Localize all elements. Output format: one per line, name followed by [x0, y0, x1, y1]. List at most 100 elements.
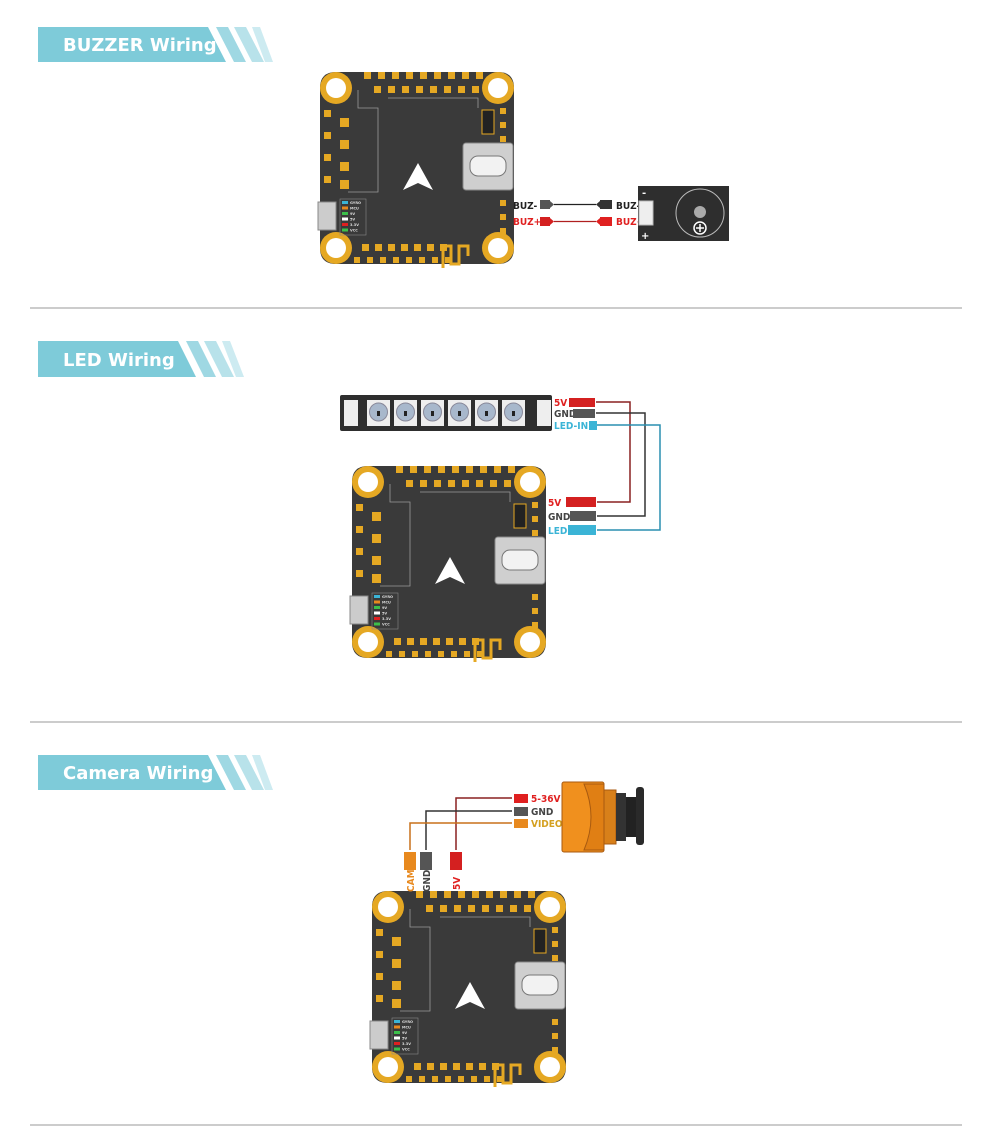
solder-pad — [420, 638, 427, 645]
solder-pad — [401, 244, 408, 251]
solder-pad — [552, 1019, 558, 1025]
solder-pad — [356, 548, 363, 555]
plug-fc-gnd — [570, 511, 596, 521]
mounting-hole-center — [520, 472, 540, 492]
solder-pad — [392, 999, 401, 1008]
status-led-label: 3.3V — [402, 1042, 411, 1046]
solder-pad — [433, 638, 440, 645]
status-led — [374, 606, 380, 609]
solder-pad — [426, 905, 433, 912]
wire-led — [597, 424, 661, 531]
solder-pad — [425, 651, 431, 657]
solder-pad — [552, 927, 558, 933]
solder-pad — [484, 1076, 490, 1082]
solder-pad — [393, 257, 399, 263]
solder-pad — [438, 651, 444, 657]
solder-pad — [480, 466, 487, 473]
trace — [348, 90, 379, 193]
status-led — [394, 1025, 400, 1029]
status-led-label: 5V — [382, 612, 387, 616]
solder-pad — [508, 466, 515, 473]
mounting-hole-center — [358, 472, 378, 492]
mounting-hole-center — [540, 1057, 560, 1077]
solder-pad — [462, 480, 469, 487]
solder-pad — [372, 534, 381, 543]
solder-pad — [372, 556, 381, 565]
arrow-logo-icon — [403, 163, 433, 190]
solder-pad — [416, 86, 423, 93]
status-led-label: VCC — [382, 623, 390, 627]
arrow-logo-icon — [455, 982, 485, 1009]
solder-pad — [392, 981, 401, 990]
mounting-hole-center — [326, 238, 346, 258]
mounting-hole-center — [488, 78, 508, 98]
status-led — [342, 217, 348, 221]
mounting-hole-center — [378, 1057, 398, 1077]
solder-pad — [354, 257, 360, 263]
fc-label-buz-minus: BUZ- — [513, 201, 538, 212]
trace — [388, 97, 479, 108]
solder-pad — [374, 86, 381, 93]
antenna — [493, 1063, 522, 1087]
side-connector — [369, 1020, 389, 1050]
wire-gnd — [425, 810, 512, 850]
solder-pad — [448, 72, 455, 79]
solder-pad — [419, 257, 425, 263]
status-led-label: VCC — [350, 229, 358, 233]
module-label-buz-minus: BUZ- — [616, 201, 641, 212]
trace — [420, 491, 511, 502]
status-led — [342, 212, 348, 215]
plug-gnd — [514, 807, 528, 816]
solder-pad — [340, 140, 349, 149]
status-led — [342, 201, 348, 204]
status-led — [394, 1036, 400, 1040]
solder-pad — [388, 86, 395, 93]
solder-pad — [500, 214, 506, 220]
mounting-hole-center — [358, 632, 378, 652]
solder-pad — [388, 244, 395, 251]
status-led-label: 9V — [402, 1031, 407, 1035]
rgb-led-die — [431, 411, 434, 416]
solder-pad — [406, 72, 413, 79]
solder-pad — [466, 466, 473, 473]
status-led-panel — [339, 198, 367, 236]
solder-pad — [532, 530, 538, 536]
solder-pad — [440, 905, 447, 912]
solder-pad — [453, 1063, 460, 1070]
solder-pad — [477, 651, 483, 657]
led-wiring: 5V GND LED-IN 5V GND LED — [340, 395, 661, 537]
status-led-label: 3.3V — [382, 617, 391, 621]
antenna — [441, 244, 470, 268]
solder-pad — [324, 132, 331, 139]
solder-pad — [392, 937, 401, 946]
solder-pad — [500, 136, 506, 142]
fc-label-buz-plus: BUZ+ — [513, 217, 541, 228]
solder-pad — [482, 905, 489, 912]
solder-pad — [324, 110, 331, 117]
trace — [400, 909, 431, 1012]
solder-pad — [432, 1076, 438, 1082]
status-led — [374, 622, 380, 626]
solder-pad — [356, 570, 363, 577]
solder-pad — [362, 244, 369, 251]
solder-pad — [552, 1033, 558, 1039]
status-led — [342, 228, 348, 232]
side-connector — [349, 595, 369, 625]
plug-fc-5v — [566, 497, 596, 507]
solder-pad — [432, 257, 438, 263]
rgb-led-die — [404, 411, 407, 416]
status-led — [394, 1047, 400, 1051]
solder-pad — [464, 651, 470, 657]
solder-pad — [532, 502, 538, 508]
solder-pad — [375, 244, 382, 251]
solder-pad — [410, 466, 417, 473]
solder-pad — [466, 1063, 473, 1070]
status-led — [374, 600, 380, 604]
solder-pad — [472, 891, 479, 898]
solder-pad — [399, 651, 405, 657]
component — [533, 928, 547, 954]
camera-label-video: VIDEO — [531, 819, 563, 830]
section-header-buzzer: BUZZER Wiring — [38, 27, 273, 62]
status-led-label: 5V — [350, 218, 355, 222]
